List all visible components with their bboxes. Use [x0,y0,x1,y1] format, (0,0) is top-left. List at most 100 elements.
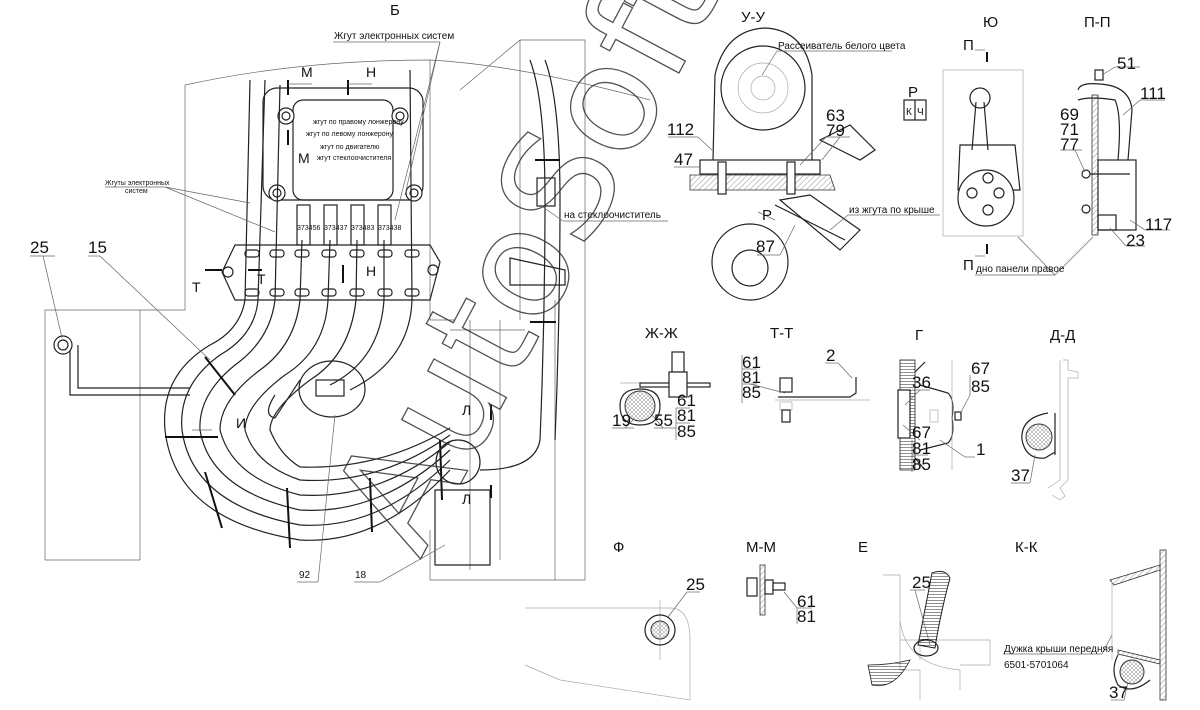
label-electronic-harnesses-2: систем [125,188,148,195]
watermark: AutoSoft [298,0,755,578]
ref-25: 25 [686,575,705,594]
connector-code: 373438 [378,225,401,232]
ref-111: 111 [1140,84,1166,103]
ref-51: 51 [1117,54,1136,73]
view-r-title: Р [908,84,918,101]
cut-mark-m: М [301,64,313,80]
ref-61: 61 [742,353,761,372]
view-r: Р К Ч [903,84,927,121]
ref-85: 85 [677,422,696,441]
ref-69: 69 [1060,105,1079,124]
ref-23: 23 [1126,231,1145,250]
label-from-roof-harness: из жгута по крыше [849,205,935,216]
ref-71: 71 [1060,120,1079,139]
view-yu: Ю П П дно панели правое [942,14,1094,276]
label-diffuser: Рассеиватель белого цвета [778,40,906,52]
ref-87: 87 [756,237,775,256]
ref-47: 47 [674,150,693,169]
section-uu: У-У Рассеиватель белого цвета 112 47 63 … [667,9,940,301]
label-route-wiper: жгут стеклоочистителя [317,155,391,162]
ref-81: 81 [797,607,816,626]
ref-112: 112 [667,120,694,139]
ref-81: 81 [677,406,696,425]
ref-25: 25 [30,238,49,257]
label-panel-bottom: дно панели правое [976,264,1065,275]
ref-19: 19 [612,411,631,430]
ref-61: 61 [797,592,816,611]
part-number: 6501-5701064 [1004,660,1069,671]
view-f: Ф 25 [524,539,705,701]
view-e: Е 25 [858,539,991,700]
ref-77: 77 [1060,135,1079,154]
section-kk: К-К Дужка крыши передняя 6501-5701064 37 [1003,539,1167,702]
section-tt: Т-Т 61 81 85 2 [741,325,870,423]
connector-code: 373456 [297,225,320,232]
section-tt-title: Т-Т [770,325,793,342]
grommet-25 [53,335,73,355]
ref-2: 2 [826,346,835,365]
ref-81: 81 [742,368,761,387]
ref-67: 67 [912,423,931,442]
cut-mark-p: П [963,37,974,54]
section-uu-title: У-У [741,9,766,26]
ref-79: 79 [826,121,845,140]
section-pp: П-П 51 111 69 71 77 117 23 [1060,14,1172,250]
cut-mark-n: Н [366,263,376,279]
view-g-title: Г [915,327,923,344]
watermark-text: AutoSoft [298,0,754,577]
cut-mark-m: М [298,150,310,166]
ref-63: 63 [826,106,845,125]
section-mm: М-М 61 81 [746,539,816,626]
ref-37: 37 [1109,683,1128,702]
cut-mark-i: И [236,415,246,431]
ref-117: 117 [1145,215,1172,234]
cut-mark-n: Н [366,64,376,80]
ref-92: 92 [299,570,311,581]
label-route-engine: жгут по двигателю [320,144,380,151]
section-dd: Д-Д 37 [1011,327,1079,501]
view-yu-title: Ю [983,14,998,31]
label-route-left: жгут по левому лонжерону [306,131,394,138]
section-zhzh: Ж-Ж 19 55 61 81 85 [612,325,711,441]
view-e-title: Е [858,539,868,556]
view-g: Г 36 67 81 85 67 85 1 [897,327,990,474]
ref-55: 55 [654,411,673,430]
ref-15: 15 [88,238,107,257]
contact-k: К [906,107,912,118]
cut-mark-t: Т [257,271,266,287]
section-kk-title: К-К [1015,539,1038,556]
ref-67: 67 [971,359,990,378]
section-mm-title: М-М [746,539,776,556]
view-f-title: Ф [613,539,624,556]
view-b-title: Б [390,2,400,19]
relay-connectors: 373456 373437 373483 373438 [296,204,401,246]
ref-85: 85 [742,383,761,402]
label-to-wiper: на стеклоочиститель [564,210,661,221]
ref-85: 85 [971,377,990,396]
section-pp-title: П-П [1084,14,1111,31]
section-zhzh-title: Ж-Ж [645,325,678,342]
label-route-right: жгут по правому лонжерону [313,119,404,126]
contact-ch: Ч [917,107,924,118]
view-r-marker: Р [762,207,772,224]
ref-37: 37 [1011,466,1030,485]
ref-25: 25 [912,573,931,592]
cut-mark-l: Л [462,402,471,418]
ref-85: 85 [912,455,931,474]
ref-36: 36 [912,373,931,392]
ref-81: 81 [912,439,931,458]
label-roof-bow: Дужка крыши передняя [1004,644,1113,655]
connector-code: 373437 [324,225,347,232]
ref-18: 18 [355,570,367,581]
cut-mark-p: П [963,257,974,274]
ref-1: 1 [976,440,985,459]
ref-61: 61 [677,391,696,410]
cut-mark-t: Т [192,279,201,295]
label-electronic-harness: Жгут электронных систем [334,31,454,42]
view-b: 373456 373437 373483 373438 [30,2,668,583]
connector-code: 373483 [351,225,374,232]
cut-mark-l: Л [462,491,471,507]
label-electronic-harnesses: Жгуты электронных [105,180,170,187]
clamp-bar [221,244,441,301]
